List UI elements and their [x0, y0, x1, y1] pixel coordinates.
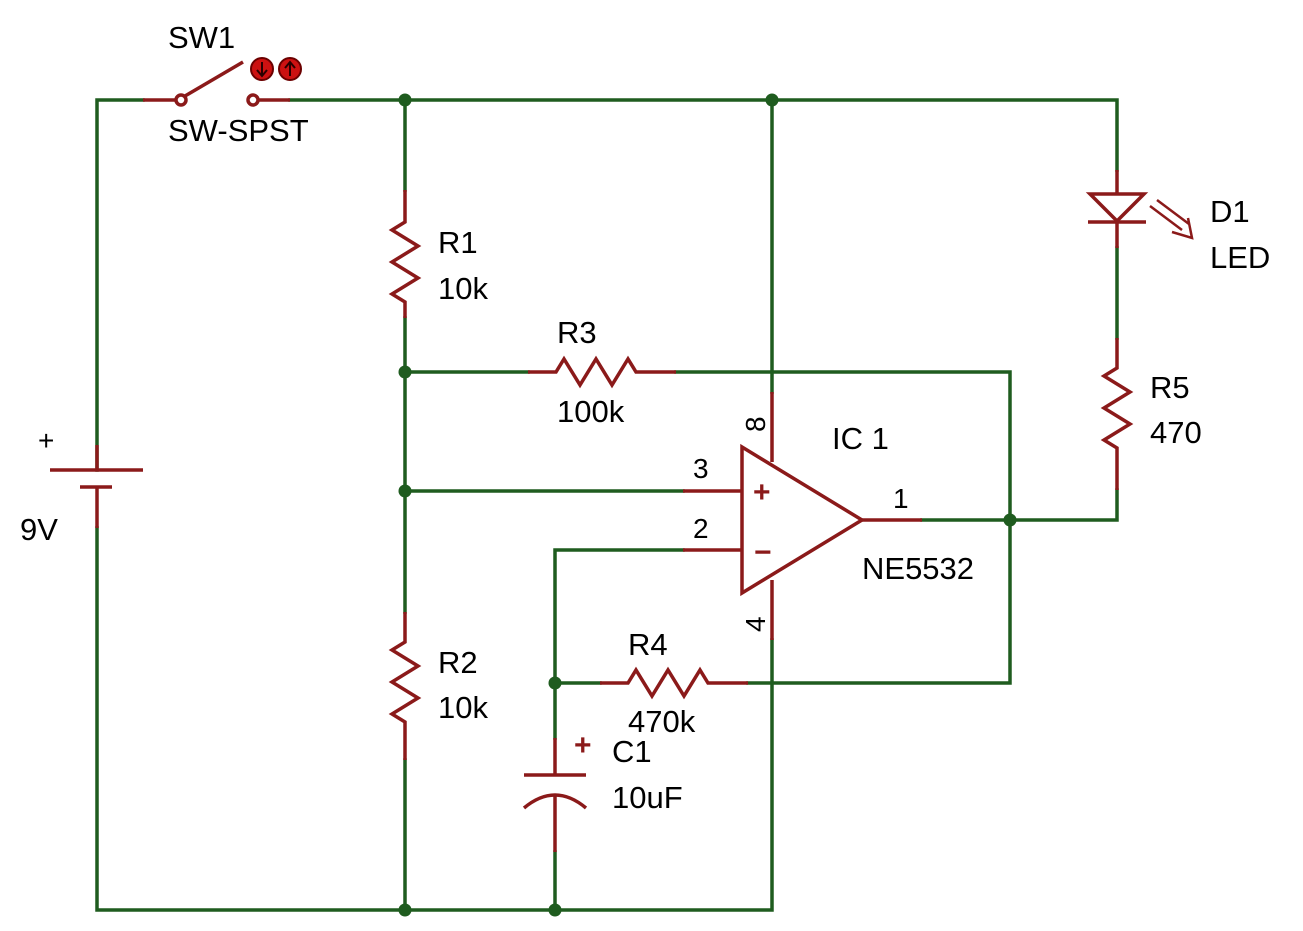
wire-output [920, 488, 1119, 522]
pin4-label: 4 [740, 616, 771, 632]
wire-top-left [95, 98, 145, 472]
junction-dot [398, 903, 412, 917]
wire-r3-right [674, 370, 1012, 685]
junctions [398, 93, 1017, 917]
wire-top-rail [288, 98, 1119, 172]
led-d1: D1 LED [1085, 170, 1270, 275]
r2-ref-label: R2 [438, 645, 478, 680]
arrow-down-icon[interactable] [250, 57, 274, 81]
pin3-label: 3 [693, 453, 709, 484]
wire-pin2 [553, 548, 685, 740]
r3-ref-label: R3 [557, 315, 597, 350]
pin2-label: 2 [693, 513, 709, 544]
battery-plus-label: + [38, 425, 54, 456]
r2-value-label: 10k [438, 690, 488, 725]
junction-dot [765, 93, 779, 107]
c1-ref-label: C1 [612, 734, 652, 769]
r5-ref-label: R5 [1150, 370, 1190, 405]
arrow-up-icon[interactable] [278, 57, 302, 81]
d1-ref-label: D1 [1210, 194, 1250, 229]
battery-9v: + 9V [20, 425, 143, 547]
sw1-type-label: SW-SPST [168, 113, 309, 148]
r4-value-label: 470k [628, 704, 696, 739]
battery-value-label: 9V [20, 512, 58, 547]
light-emission-icon [1149, 199, 1194, 240]
resistor-r1: R1 10k [388, 190, 488, 318]
resistor-r5: R5 470 [1100, 338, 1202, 490]
sw1-ref-label: SW1 [168, 20, 235, 55]
opamp-body [740, 443, 866, 597]
resistor-r3: R3 100k [528, 315, 676, 429]
opamp-ic1: + − 3 2 1 8 4 IC 1 NE5532 [683, 392, 974, 640]
capacitor-c1: + C1 10uF [522, 729, 683, 852]
r4-ref-label: R4 [628, 627, 668, 662]
opamp-minus-sign: − [754, 536, 772, 569]
junction-dot [398, 365, 412, 379]
c1-value-label: 10uF [612, 780, 683, 815]
r1-value-label: 10k [438, 271, 488, 306]
pin8-label: 8 [740, 416, 771, 432]
junction-dot [398, 484, 412, 498]
resistor-r2: R2 10k [388, 612, 488, 760]
switch-sw1: SW1 SW-SPST [143, 20, 309, 148]
c1-plus-label: + [574, 729, 592, 762]
r5-value-label: 470 [1150, 415, 1202, 450]
wire-bottom-left [95, 526, 774, 912]
r1-ref-label: R1 [438, 225, 478, 260]
r3-value-label: 100k [557, 394, 625, 429]
junction-dot [548, 903, 562, 917]
resistor-r4: R4 470k [600, 627, 748, 739]
pin1-label: 1 [893, 483, 909, 514]
junction-dot [398, 93, 412, 107]
junction-dot [1003, 513, 1017, 527]
ic1-ref-label: IC 1 [832, 421, 889, 456]
ic1-part-label: NE5532 [862, 551, 974, 586]
junction-dot [548, 676, 562, 690]
opamp-plus-sign: + [753, 476, 771, 509]
d1-value-label: LED [1210, 240, 1270, 275]
wires [95, 98, 1119, 912]
